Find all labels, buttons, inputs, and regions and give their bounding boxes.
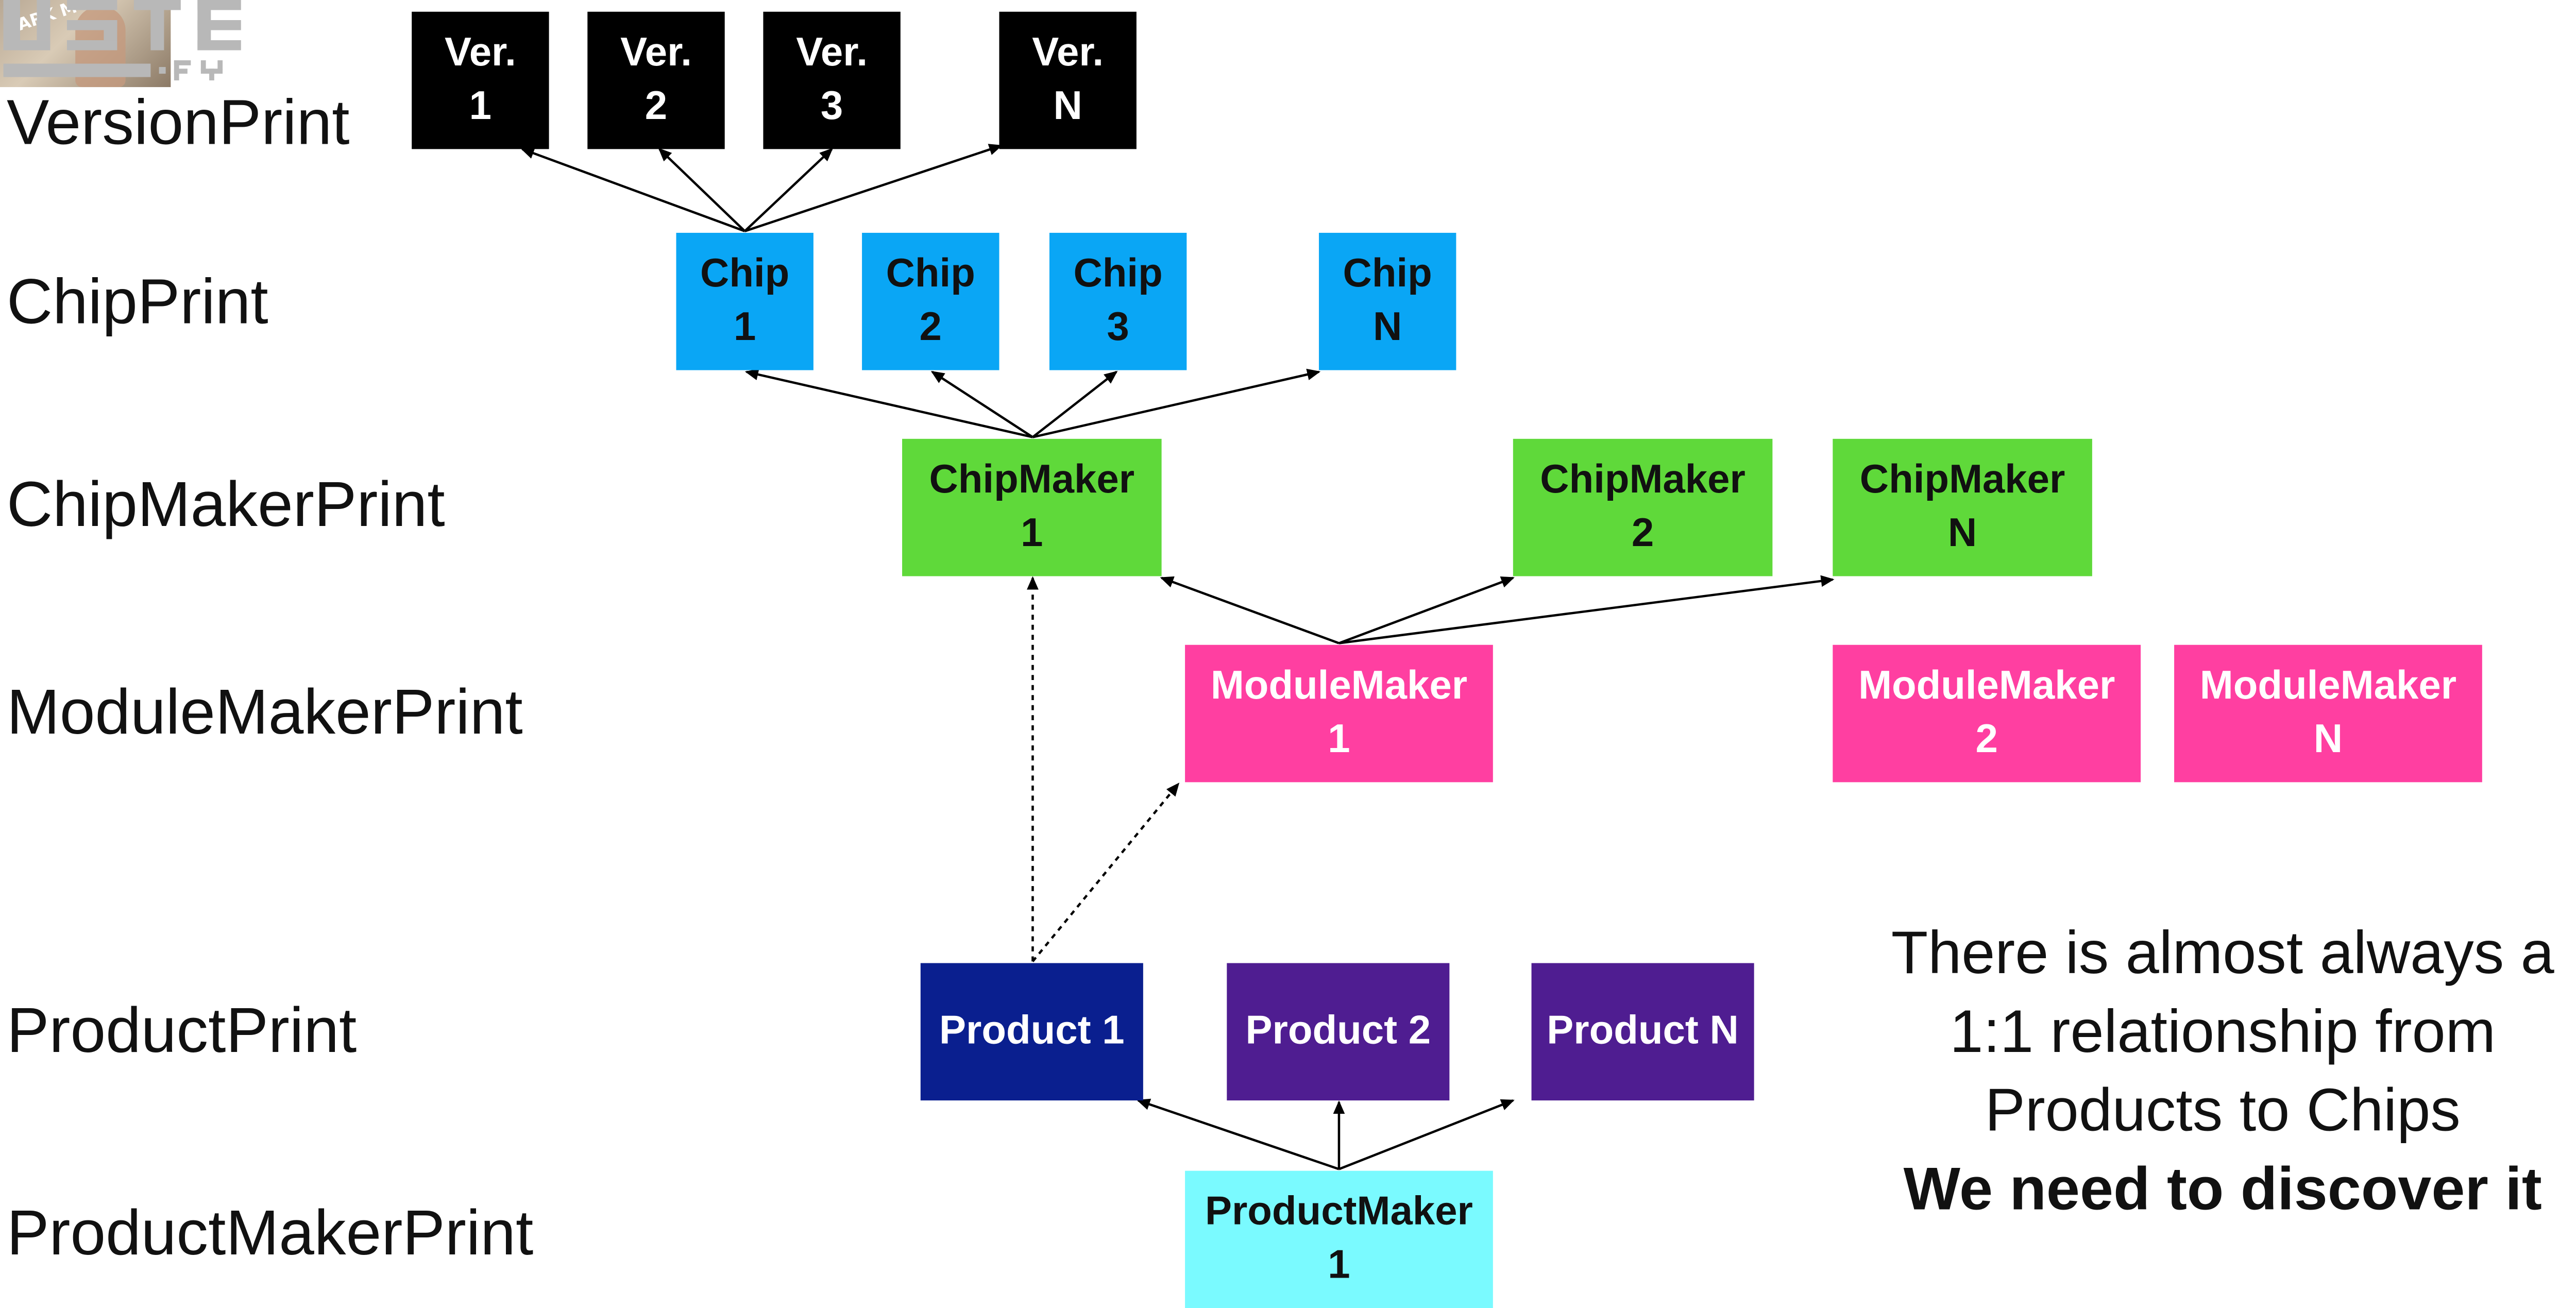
node-product-2: Product 2 — [1227, 963, 1450, 1101]
node-version-1: Ver. 1 — [412, 11, 549, 149]
note-line-3: Products to Chips — [1985, 1075, 2461, 1144]
node-modulemaker-2: ModuleMaker 2 — [1833, 644, 2141, 783]
row-label-chipmakerprint: ChipMakerPrint — [6, 470, 445, 541]
row-label-versionprint: VersionPrint — [6, 89, 350, 159]
edge-chip1-ver2 — [658, 148, 746, 232]
node-productmaker-1: ProductMaker 1 — [1185, 1170, 1493, 1308]
edge-product1-modulemaker1 — [1031, 783, 1180, 962]
node-version-n: Ver. N — [999, 11, 1137, 149]
edge-chipmaker1-chip3 — [1032, 370, 1118, 438]
node-version-2: Ver. 2 — [587, 11, 725, 149]
edge-modulemaker1-chipmaker2 — [1338, 576, 1515, 644]
node-chipmaker-n: ChipMaker N — [1833, 438, 2092, 576]
logo-icon — [3, 0, 241, 81]
row-label-chipprint: ChipPrint — [6, 268, 268, 338]
note-line-4: We need to discover it — [1903, 1154, 2542, 1223]
node-chip-2: Chip 2 — [862, 232, 999, 370]
edge-chip1-ver1 — [520, 147, 745, 232]
edge-chipmaker1-chip1 — [744, 368, 1033, 438]
row-label-productprint: ProductPrint — [6, 996, 357, 1067]
edge-chipmaker1-chip2 — [930, 370, 1033, 438]
node-chipmaker-2: ChipMaker 2 — [1513, 438, 1773, 576]
edge-productmaker1-product1 — [1137, 1098, 1340, 1170]
node-chip-n: Chip N — [1318, 232, 1456, 370]
node-chip-3: Chip 3 — [1049, 232, 1187, 370]
note-line-2: 1:1 relationship from — [1950, 996, 2496, 1065]
edge-chip1-ver3 — [744, 148, 833, 232]
node-modulemaker-n: ModuleMaker N — [2174, 644, 2482, 783]
node-product-1: Product 1 — [920, 963, 1143, 1101]
row-label-modulemakerprint: ModuleMakerPrint — [6, 678, 523, 749]
edge-chip1-vern — [744, 144, 1003, 232]
note-line-1: There is almost always a — [1891, 918, 2554, 987]
edge-chipmaker1-chipn — [1032, 368, 1321, 438]
edge-modulemaker1-chipmaker1 — [1160, 576, 1340, 644]
edge-modulemaker1-chipmakern — [1338, 575, 1835, 644]
node-chipmaker-1: ChipMaker 1 — [902, 438, 1162, 576]
node-product-n: Product N — [1531, 963, 1754, 1101]
node-version-3: Ver. 3 — [763, 11, 901, 149]
node-modulemaker-1: ModuleMaker 1 — [1185, 644, 1493, 783]
edge-productmaker1-productn — [1338, 1099, 1515, 1170]
annotation-note: There is almost always a 1:1 relationshi… — [1838, 913, 2576, 1228]
node-chip-1: Chip 1 — [676, 232, 814, 370]
row-label-productmakerprint: ProductMakerPrint — [6, 1199, 534, 1270]
